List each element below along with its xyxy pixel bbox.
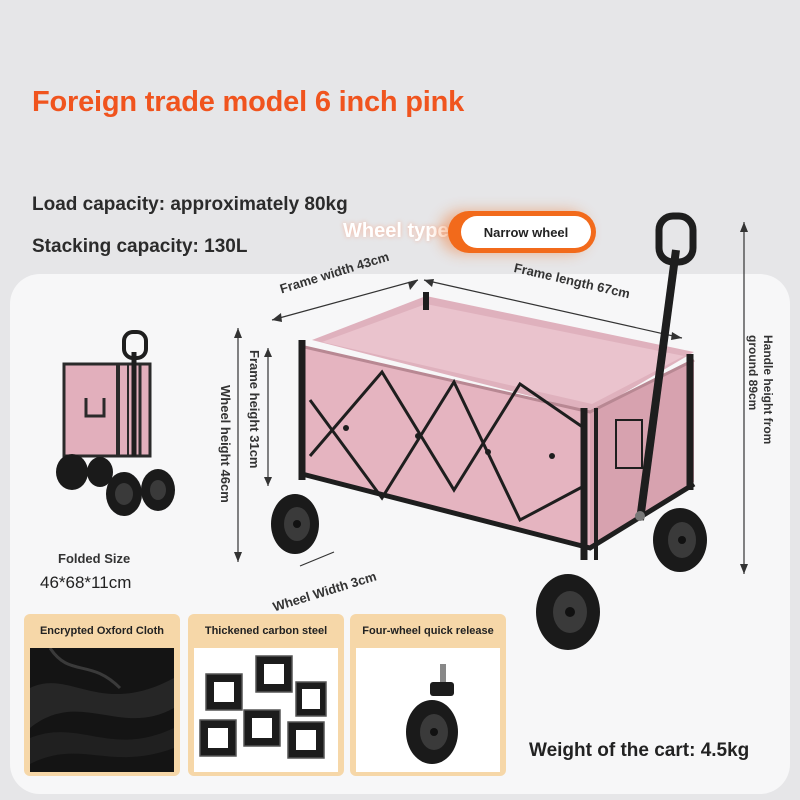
feature-label: Encrypted Oxford Cloth [39,625,165,637]
cart-wheels [271,494,707,650]
cart-body [298,292,696,560]
handle-height-line2: ground 89cm [746,335,760,411]
page-title: Foreign trade model 6 inch pink [32,86,465,118]
wheel-front-left [271,494,319,554]
frame-height-label: Frame height 31cm [247,350,262,469]
folded-size-label: Folded Size [58,551,131,566]
frame-width-arrow [271,279,419,321]
handle-height-line1: Handle height from [761,335,775,445]
wheel-width-arrow [299,551,335,567]
folded-size-value: 46*68*11cm [40,573,132,592]
cart-weight-text: Weight of the cart: 4.5kg [529,740,750,761]
handle-height-label: Handle height from ground 89cm [745,335,775,444]
feature-label: Four-wheel quick release [362,625,494,637]
load-capacity-text: Load capacity: approximately 80kg [32,194,348,215]
wheel-type-value: Narrow wheel [461,216,591,248]
cart-handle [635,212,697,521]
feature-card-carbon-steel: Thickened carbon steel [188,614,344,776]
folded-cart [56,330,175,516]
dimension-lines [237,222,745,574]
feature-card-oxford-cloth: Encrypted Oxford Cloth [24,614,180,776]
wheel-height-label: Wheel height 46cm [218,385,233,503]
feature-label: Thickened carbon steel [204,625,328,637]
oxford-cloth-image [30,648,174,772]
steel-tubes-image [194,648,338,772]
wheel-front-right [536,574,600,650]
wheel-back-right [653,508,707,572]
frame-length-arrow [423,279,683,339]
stacking-capacity-text: Stacking capacity: 130L [32,236,248,257]
wheel-type-label: Wheel type [343,220,449,242]
feature-card-quick-release: Four-wheel quick release [350,614,506,776]
arrow-heads [234,222,748,574]
caster-wheel-image [356,648,500,772]
